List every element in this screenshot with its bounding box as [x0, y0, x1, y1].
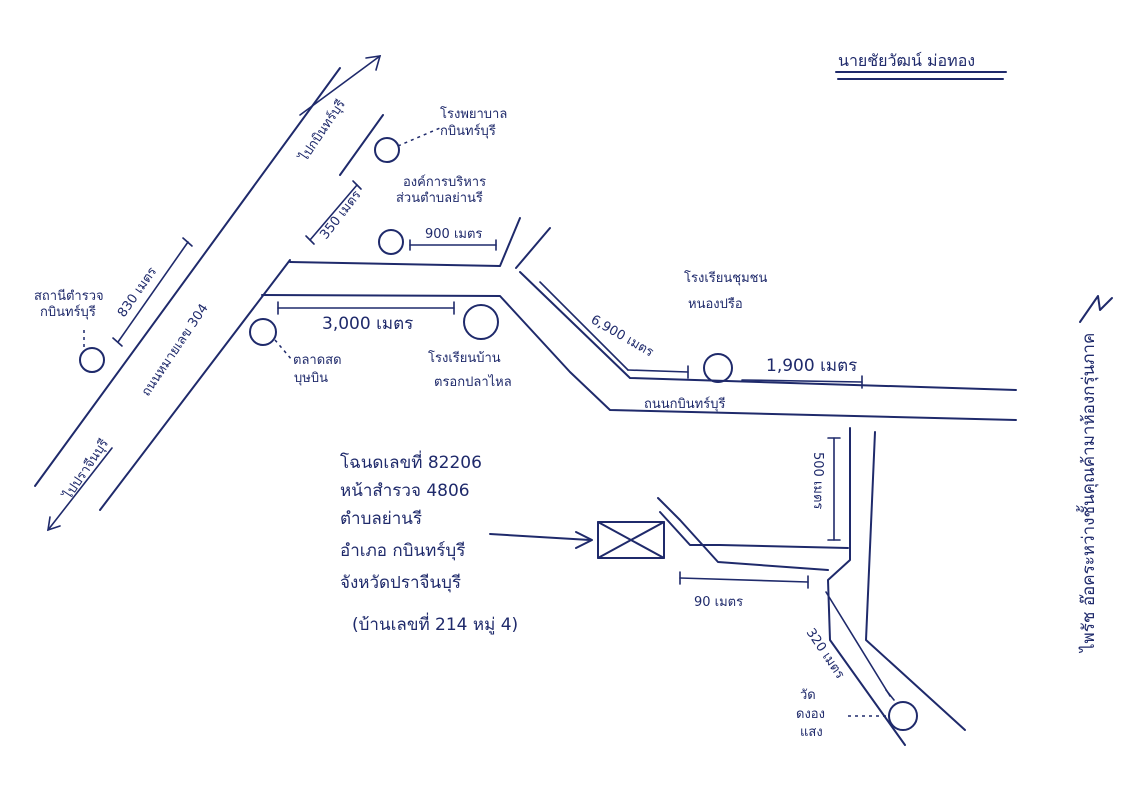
- hospital-label-1: โรงพยาบาล: [440, 106, 507, 122]
- signature-text: ไพรัช อ๊อคระหว่างชั้นคุณค้ามาห้องกรุ่นภา…: [1076, 333, 1099, 654]
- school-trok-label-1: โรงเรียนบ้าน: [428, 350, 501, 366]
- property-line-4: อำเภอ กบินทร์บุรี: [340, 541, 465, 561]
- circle-marker-icon: [463, 304, 499, 340]
- d90-label: 90 เมตร: [694, 595, 743, 610]
- police-label-2: กบินทร์บุรี: [40, 304, 96, 320]
- market-label-1: ตลาดสด: [293, 353, 342, 368]
- d6900-label: 6,900 เมตร: [588, 312, 656, 360]
- landmark-hospital: โรงพยาบาล กบินทร์บุรี: [374, 106, 507, 163]
- circle-marker-icon: [249, 318, 277, 346]
- boxed-x-icon: [597, 521, 665, 559]
- to-kabin-label: ไปกบินทร์บุรี: [295, 97, 348, 165]
- right-road: [657, 427, 966, 746]
- distance-320: 320 เมตร: [803, 591, 895, 701]
- kabin-road-label: ถนนกบินทร์บุรี: [644, 396, 725, 412]
- property-line-3: ตำบลย่านรี: [340, 509, 422, 529]
- org-label-2: ส่วนตำบลย่านรี: [396, 190, 483, 206]
- d500-label: 500 เมตร: [810, 452, 825, 509]
- property-line-2: หน้าสำรวจ 4806: [340, 481, 470, 501]
- arrow-icon: [365, 55, 382, 71]
- arrow-icon: [575, 531, 593, 549]
- d350-label: 350 เมตร: [317, 188, 364, 242]
- landmark-school-nongpru: โรงเรียนชุมชน หนองปรือ: [684, 270, 767, 383]
- arrow-to-kabin: [299, 55, 381, 116]
- property-plot: [597, 521, 665, 559]
- property-line-1: โฉนดเลขที่ 82206: [340, 450, 482, 473]
- temple-label-1: วัด: [800, 688, 816, 703]
- temple-label-3: แสง: [800, 725, 823, 740]
- map-title: นายชัยวัฒน์ ม่อทอง: [835, 51, 1007, 80]
- circle-marker-icon: [374, 137, 400, 163]
- school-nongpru-label-2: หนองปรือ: [688, 296, 743, 312]
- school-trok-label-2: ตรอกปลาไหล: [434, 374, 512, 390]
- distance-3000: 3,000 เมตร: [277, 301, 455, 334]
- arrow-to-prachin: [47, 447, 113, 531]
- landmark-police: สถานีตำรวจ กบินทร์บุรี: [34, 288, 105, 373]
- to-prachin-label: ไปปราจีนบุรี: [59, 436, 111, 503]
- distance-90: 90 เมตร: [679, 571, 809, 610]
- circle-marker-icon: [79, 347, 105, 373]
- distance-350: 350 เมตร: [305, 180, 364, 245]
- property-info: โฉนดเลขที่ 82206 หน้าสำรวจ 4806 ตำบลย่าน…: [340, 450, 518, 635]
- highway-304-label: ถนนหมายเลข 304: [139, 301, 212, 399]
- police-label-1: สถานีตำรวจ: [34, 288, 104, 304]
- temple-label-2: ดงอง: [796, 707, 825, 722]
- landmark-sub-district-org: องค์การบริหาร ส่วนตำบลย่านรี: [378, 174, 486, 255]
- market-label-2: บุษบิน: [294, 371, 328, 386]
- circle-marker-icon: [888, 701, 918, 731]
- circle-marker-icon: [378, 229, 404, 255]
- d900-label: 900 เมตร: [425, 227, 482, 242]
- distance-1900: 1,900 เมตร: [741, 356, 863, 389]
- landmark-school-trok: โรงเรียนบ้าน ตรอกปลาไหล: [428, 304, 512, 390]
- hospital-label-2: กบินทร์บุรี: [440, 123, 496, 139]
- distance-900: 900 เมตร: [409, 227, 497, 251]
- upper-branch-road: [261, 217, 1017, 421]
- arrow-icon: [47, 516, 61, 532]
- property-arrow: [489, 531, 593, 549]
- property-line-6: (บ้านเลขที่ 214 หมู่ 4): [352, 612, 518, 635]
- landmark-market: ตลาดสด บุษบิน: [249, 318, 342, 386]
- signature-mark: [1079, 295, 1113, 323]
- signature: ไพรัช อ๊อคระหว่างชั้นคุณค้ามาห้องกรุ่นภา…: [1076, 295, 1113, 654]
- org-label-1: องค์การบริหาร: [403, 174, 486, 190]
- owner-name: นายชัยวัฒน์ ม่อทอง: [838, 51, 975, 70]
- property-line-5: จังหวัดปราจีนบุรี: [340, 573, 461, 593]
- distance-500: 500 เมตร: [810, 437, 841, 541]
- landmark-temple: วัด ดงอง แสง: [796, 688, 918, 740]
- circle-marker-icon: [703, 353, 733, 383]
- d1900-label: 1,900 เมตร: [766, 356, 857, 376]
- school-nongpru-label-1: โรงเรียนชุมชน: [684, 270, 767, 286]
- d3000-label: 3,000 เมตร: [322, 314, 413, 334]
